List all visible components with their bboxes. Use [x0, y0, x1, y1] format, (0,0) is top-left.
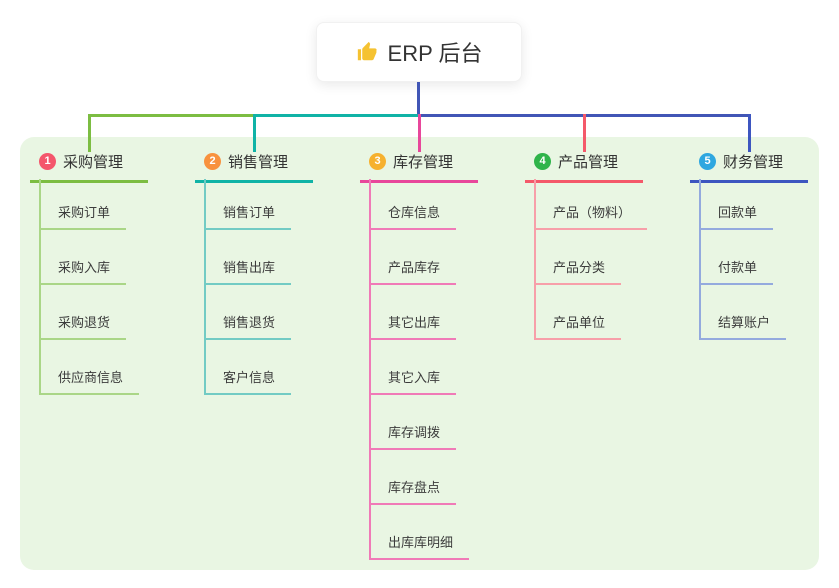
branch-children-line — [699, 179, 701, 340]
connector-branch-drop — [88, 114, 91, 152]
child-node[interactable]: 供应商信息 — [39, 369, 140, 395]
branch-index-badge: 3 — [369, 153, 386, 170]
child-label: 其它入库 — [388, 370, 441, 385]
child-label: 库存调拨 — [388, 425, 441, 440]
branch-index-badge: 2 — [204, 153, 221, 170]
child-label: 仓库信息 — [388, 205, 441, 220]
branch-header[interactable]: 2 销售管理 — [195, 151, 313, 183]
child-label: 出库库明细 — [388, 535, 454, 550]
child-label: 付款单 — [718, 260, 758, 275]
child-node[interactable]: 其它入库 — [369, 369, 457, 395]
branch-header[interactable]: 5 财务管理 — [690, 151, 808, 183]
child-node[interactable]: 产品库存 — [369, 259, 457, 285]
child-node[interactable]: 出库库明细 — [369, 534, 470, 560]
branch-children-line — [204, 179, 206, 395]
child-label: 其它出库 — [388, 315, 441, 330]
child-label: 库存盘点 — [388, 480, 441, 495]
child-label: 结算账户 — [718, 315, 771, 330]
child-node[interactable]: 采购退货 — [39, 314, 127, 340]
branch-label: 库存管理 — [393, 154, 454, 171]
child-label: 销售订单 — [223, 205, 276, 220]
child-label: 产品分类 — [553, 260, 606, 275]
child-node[interactable]: 产品（物料） — [534, 204, 648, 230]
branch-children-line — [534, 179, 536, 340]
connector-branch-drop — [253, 114, 256, 152]
child-node[interactable]: 产品单位 — [534, 314, 622, 340]
child-node[interactable]: 库存盘点 — [369, 479, 457, 505]
child-label: 采购入库 — [58, 260, 111, 275]
branch-children-line — [39, 179, 41, 395]
child-node[interactable]: 库存调拨 — [369, 424, 457, 450]
child-node[interactable]: 销售订单 — [204, 204, 292, 230]
child-label: 产品库存 — [388, 260, 441, 275]
child-node[interactable]: 采购订单 — [39, 204, 127, 230]
child-node[interactable]: 仓库信息 — [369, 204, 457, 230]
branch-index-badge: 4 — [534, 153, 551, 170]
child-node[interactable]: 销售退货 — [204, 314, 292, 340]
child-node[interactable]: 客户信息 — [204, 369, 292, 395]
child-label: 供应商信息 — [58, 370, 124, 385]
branch-header[interactable]: 3 库存管理 — [360, 151, 478, 183]
child-node[interactable]: 结算账户 — [699, 314, 787, 340]
thumbs-up-icon — [356, 41, 378, 63]
connector-branch-drop — [748, 114, 751, 152]
connector-horizontal-middle — [254, 114, 418, 117]
branch-index-badge: 1 — [39, 153, 56, 170]
branch-label: 产品管理 — [558, 154, 619, 171]
child-label: 回款单 — [718, 205, 758, 220]
branch-children-line — [369, 179, 371, 560]
child-label: 销售退货 — [223, 315, 276, 330]
child-label: 客户信息 — [223, 370, 276, 385]
child-label: 产品（物料） — [553, 205, 632, 220]
branch-index-badge: 5 — [699, 153, 716, 170]
child-node[interactable]: 销售出库 — [204, 259, 292, 285]
branch-label: 财务管理 — [723, 154, 784, 171]
connector-root-vertical — [417, 82, 420, 117]
connector-horizontal-left — [89, 114, 254, 117]
branch-header[interactable]: 1 采购管理 — [30, 151, 148, 183]
branch-label: 销售管理 — [228, 154, 289, 171]
child-label: 产品单位 — [553, 315, 606, 330]
connector-branch-drop — [418, 114, 421, 152]
branch-label: 采购管理 — [63, 154, 124, 171]
child-node[interactable]: 其它出库 — [369, 314, 457, 340]
child-node[interactable]: 付款单 — [699, 259, 774, 285]
root-node[interactable]: ERP 后台 — [316, 22, 522, 82]
root-title: ERP 后台 — [387, 41, 483, 66]
child-label: 采购订单 — [58, 205, 111, 220]
child-label: 采购退货 — [58, 315, 111, 330]
child-label: 销售出库 — [223, 260, 276, 275]
child-node[interactable]: 采购入库 — [39, 259, 127, 285]
child-node[interactable]: 产品分类 — [534, 259, 622, 285]
connector-branch-drop — [583, 114, 586, 152]
branch-header[interactable]: 4 产品管理 — [525, 151, 643, 183]
branches-panel — [20, 137, 819, 570]
child-node[interactable]: 回款单 — [699, 204, 774, 230]
